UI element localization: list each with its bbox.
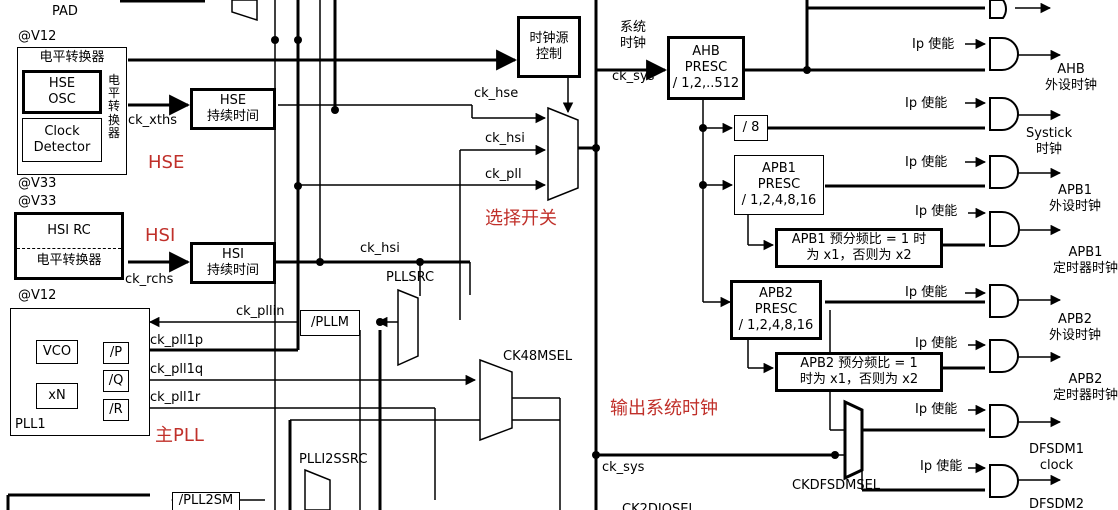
ip-enable-label-dfsdm2: Ip 使能	[920, 459, 963, 474]
ckdfsdmsel-label: CKDFSDMSEL	[792, 478, 881, 493]
ahb-prescaler-label: AHB PRESC / 1,2,..512	[672, 43, 740, 92]
clock-source-control-label: 时钟源 控制	[529, 30, 569, 62]
ahb-peripheral-clock-label: AHB 外设时钟	[1045, 62, 1098, 93]
pad-label: PAD	[52, 4, 78, 19]
hse-osc-label: HSE OSC	[48, 75, 76, 107]
div-q-box: /Q	[103, 370, 129, 392]
pllsrc-label: PLLSRC	[386, 270, 435, 285]
ip-enable-label-apb2: Ip 使能	[905, 285, 948, 300]
ck-pll1p-label: ck_pll1p	[150, 333, 204, 348]
v33-label-a: @V33	[18, 176, 57, 191]
hse-annotation: HSE	[148, 152, 185, 173]
ip-enable-label-apb1: Ip 使能	[905, 155, 948, 170]
apb1-prescaler-label: APB1 PRESC / 1,2,4,8,16	[741, 160, 817, 209]
ck-xths-label: ck_xths	[128, 113, 177, 128]
ck48msel-label: CK48MSEL	[503, 349, 573, 364]
clock-detector-label: Clock Detector	[33, 123, 91, 155]
ip-enable-label-dfsdm1: Ip 使能	[915, 402, 958, 417]
div8-box: / 8	[734, 115, 768, 141]
pll1-label: PLL1	[15, 416, 46, 432]
vco-box: VCO	[36, 340, 78, 364]
ck-rchs-label: ck_rchs	[125, 272, 174, 287]
clock-source-control-box: 时钟源 控制	[517, 16, 581, 78]
hsi-level-shifter-label: 电平转换器	[36, 252, 102, 268]
apb1-timer-multiplier-label: APB1 预分频比 = 1 时 为 x1，否则为 x2	[791, 231, 927, 263]
pllm-label: /PLLM	[311, 314, 349, 330]
apb1-peripheral-clock-label: APB1 外设时钟	[1049, 183, 1102, 214]
hse-duration-box: HSE 持续时间	[190, 88, 276, 130]
hsi-annotation: HSI	[145, 225, 176, 246]
top-mux-fragment	[231, 0, 258, 22]
hse-duration-label: HSE 持续时间	[206, 92, 259, 124]
vertical-level-shifter-label: 电 平 转 换 器	[108, 73, 121, 140]
div-r-label: /R	[109, 401, 123, 417]
clock-switch-mux	[547, 106, 579, 202]
div8-label: / 8	[742, 119, 760, 135]
v12-label-top: @V12	[18, 29, 57, 44]
output-system-clock-annotation: 输出系统时钟	[610, 398, 718, 419]
apb1-timer-multiplier-box: APB1 预分频比 = 1 时 为 x1，否则为 x2	[775, 228, 943, 268]
apb1-timer-clock-label: APB1 定时器时钟	[1053, 245, 1118, 276]
apb2-timer-multiplier-box: APB2 预分频比 = 1 时为 x1，否则为 x2	[775, 352, 943, 392]
dfsdm2-clock-label: DFSDM2	[1029, 497, 1085, 510]
ip-enable-label-systick: Ip 使能	[905, 96, 948, 111]
ip-enable-label-apb1-timer: Ip 使能	[915, 204, 958, 219]
system-clock-label: 系统 时钟	[620, 20, 647, 51]
ck-sys-label-top: ck_sys	[612, 69, 655, 84]
hsi-duration-label: HSI 持续时间	[206, 246, 259, 278]
pll2sm-label: /PLL2SM	[178, 493, 234, 508]
plli2ssrc-label: PLLI2SSRC	[299, 452, 368, 467]
ahb-prescaler-box: AHB PRESC / 1,2,..512	[667, 36, 745, 100]
apb2-peripheral-clock-label: APB2 外设时钟	[1049, 312, 1102, 343]
ck-hsi-label-pll: ck_hsi	[360, 241, 400, 256]
ip-enable-label-apb2-timer: Ip 使能	[915, 336, 958, 351]
main-pll-annotation: 主PLL	[155, 425, 204, 446]
xn-box: xN	[36, 383, 78, 409]
pll2sm-box: /PLL2SM	[172, 492, 240, 510]
systick-clock-label: Systick 时钟	[1026, 126, 1073, 157]
ck-hsi-label-mux: ck_hsi	[485, 131, 525, 146]
div-q-label: /Q	[108, 372, 124, 388]
ip-enable-label-ahb: Ip 使能	[912, 37, 955, 52]
vco-label: VCO	[42, 343, 72, 359]
hsi-rc-box: HSI RC 电平转换器	[14, 212, 124, 280]
ck-pllin-label: ck_pllin	[236, 304, 285, 319]
pll1-box: PLL1	[10, 308, 150, 436]
clock-detector-box: Clock Detector	[22, 118, 102, 162]
v12-label-bottom: @V12	[18, 288, 57, 303]
switch-annotation: 选择开关	[485, 208, 557, 229]
hsi-rc-label: HSI RC	[17, 223, 121, 249]
ck-hse-label: ck_hse	[474, 86, 519, 101]
div-r-box: /R	[103, 399, 129, 421]
dfsdm1-clock-label: DFSDM1 clock	[1029, 442, 1085, 473]
ck-pll1q-label: ck_pll1q	[150, 362, 204, 377]
hse-level-shifter-label: 电平转换器	[39, 50, 105, 65]
xn-label: xN	[48, 387, 66, 403]
ckdfsdmsel-mux	[843, 399, 864, 481]
apb2-timer-clock-label: APB2 定时器时钟	[1053, 372, 1118, 403]
ck-sys-label-bottom: ck_sys	[602, 460, 645, 475]
pllm-box: /PLLM	[300, 310, 360, 336]
apb2-timer-multiplier-label: APB2 预分频比 = 1 时为 x1，否则为 x2	[799, 355, 919, 387]
div-p-box: /P	[103, 342, 129, 364]
hsi-duration-box: HSI 持续时间	[190, 242, 276, 284]
v33-label-b: @V33	[18, 194, 57, 209]
div-p-label: /P	[109, 344, 123, 360]
pllsrc-mux	[397, 288, 419, 367]
plli2ssrc-mux	[304, 468, 331, 510]
ck-pll1r-label: ck_pll1r	[150, 390, 201, 405]
hse-osc-box: HSE OSC	[22, 70, 102, 114]
apb2-prescaler-label: APB2 PRESC / 1,2,4,8,16	[738, 285, 814, 334]
ck2diosel-partial-label: CK2DIOSEL	[622, 502, 696, 510]
ck-pll-label: ck_pll	[485, 167, 522, 182]
apb2-prescaler-box: APB2 PRESC / 1,2,4,8,16	[730, 280, 822, 340]
apb1-prescaler-box: APB1 PRESC / 1,2,4,8,16	[734, 155, 824, 215]
ck48msel-mux	[479, 358, 513, 442]
